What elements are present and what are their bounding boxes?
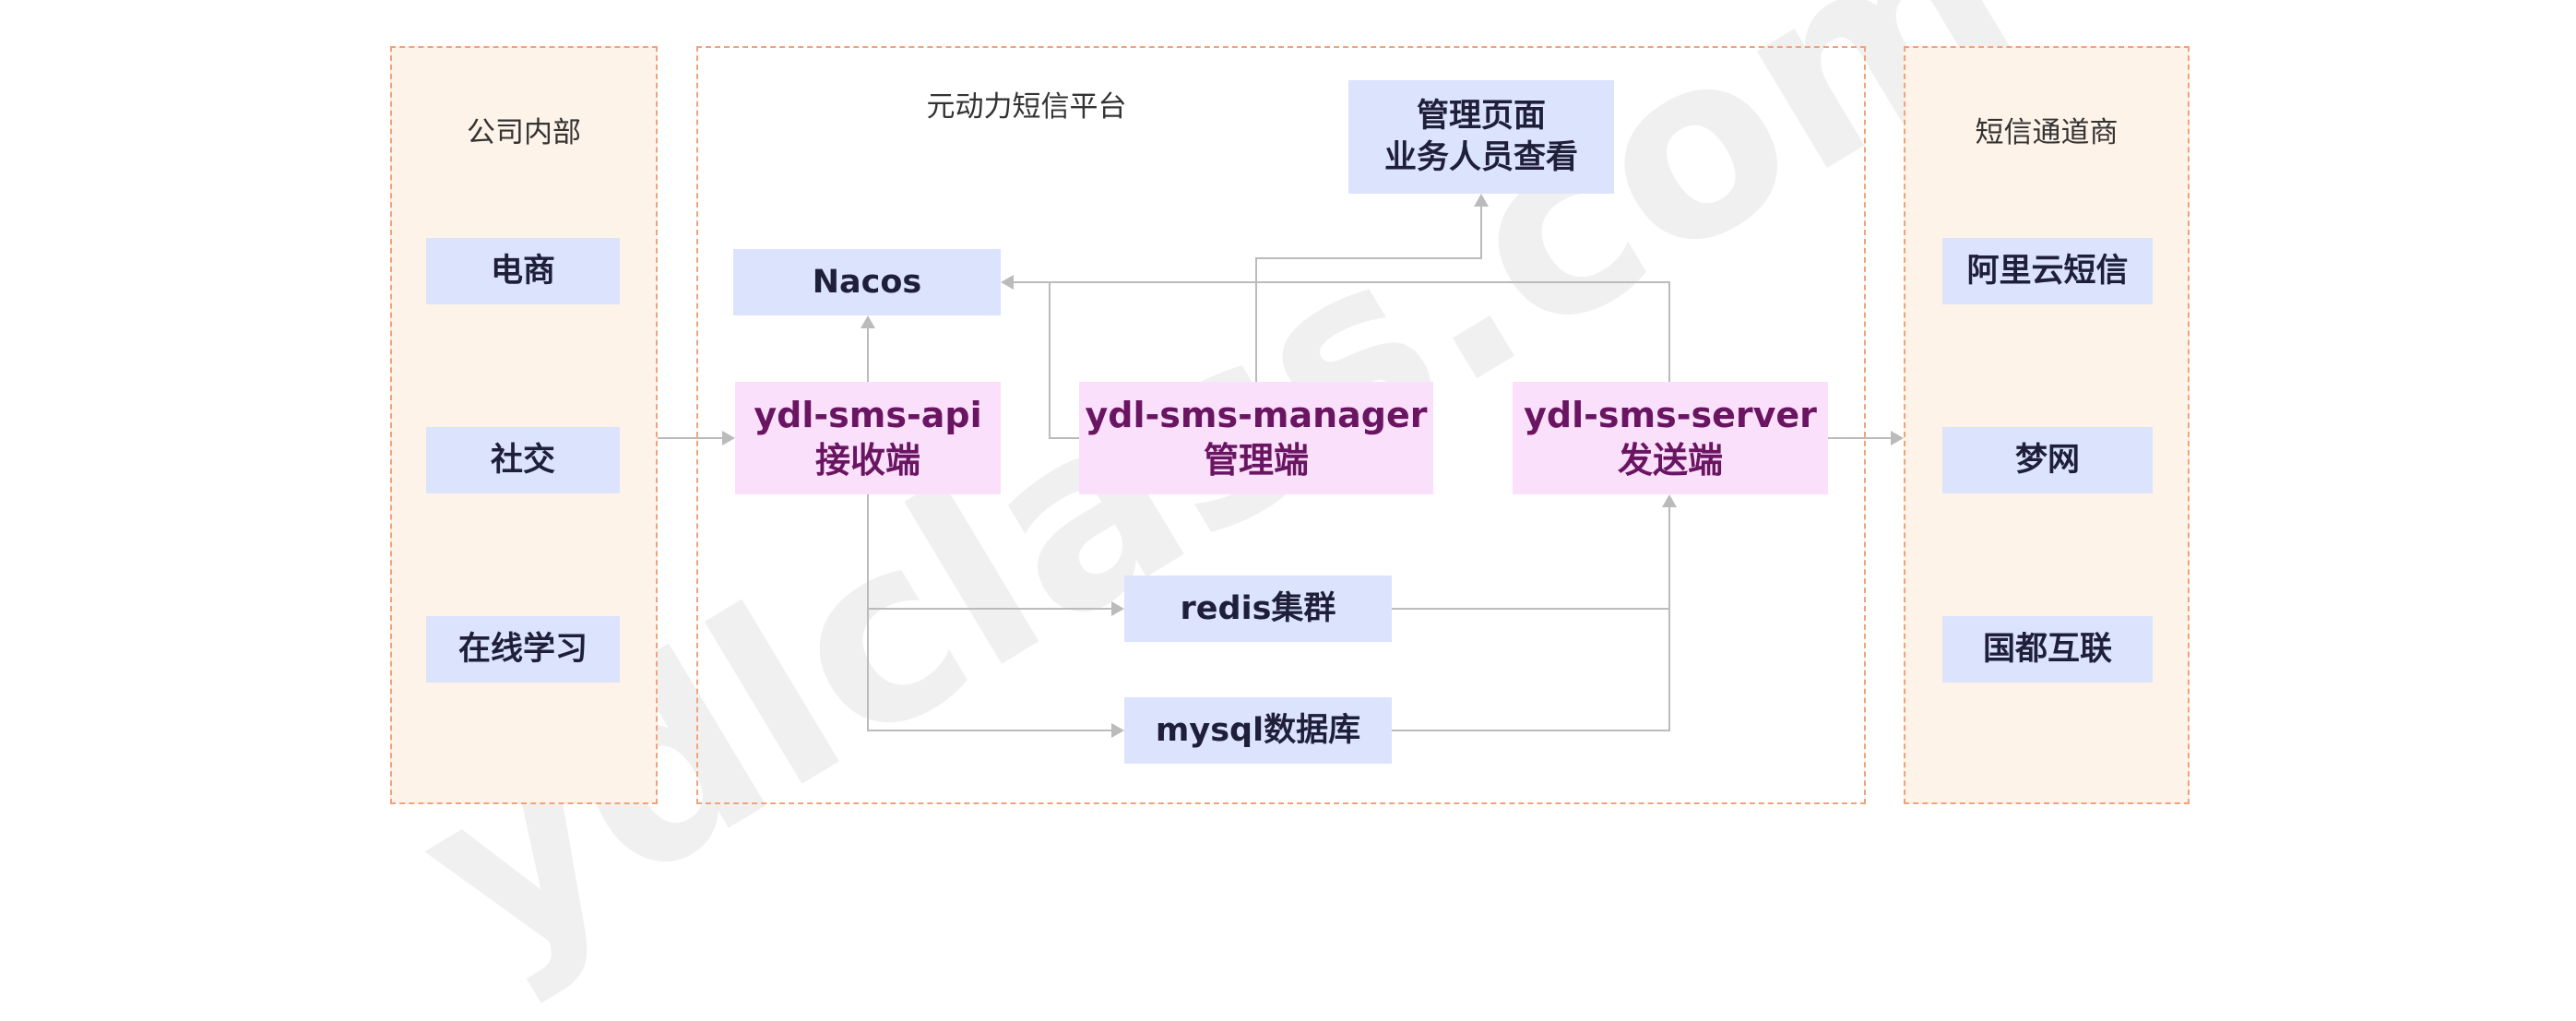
arrowhead-into-redis (1111, 601, 1124, 616)
arrowhead-into-nacos-bottom (861, 315, 875, 328)
node-sms-server: ydl-sms-server 发送端 (1513, 382, 1828, 494)
link-manager-to-admin (1255, 205, 1482, 382)
node-aliyun-sms: 阿里云短信 (1942, 238, 2153, 304)
node-nacos: Nacos (733, 249, 1001, 315)
node-online-learning: 在线学习 (426, 616, 620, 683)
node-mengwang: 梦网 (1942, 427, 2153, 493)
node-mysql-database: mysql数据库 (1124, 697, 1392, 764)
link-api-to-redis (867, 494, 1113, 610)
node-sms-manager: ydl-sms-manager 管理端 (1079, 382, 1433, 494)
arrowhead-into-api (722, 431, 735, 445)
node-redis-cluster: redis集群 (1124, 576, 1392, 642)
link-mysql-to-server (1392, 505, 1670, 731)
arrowhead-into-server (1662, 494, 1677, 507)
node-guodu-hulian: 国都互联 (1942, 616, 2153, 683)
arrowhead-into-providers (1891, 431, 1904, 445)
arrowhead-into-nacos-right (1001, 275, 1014, 290)
region-sms-platform (696, 46, 1866, 804)
connectors (658, 194, 1904, 738)
region-title-company-internal: 公司内部 (467, 116, 581, 149)
region-title-sms-channel-providers: 短信通道商 (1975, 116, 2119, 149)
node-social: 社交 (426, 427, 620, 493)
region-title-sms-platform: 元动力短信平台 (926, 90, 1127, 124)
architecture-diagram: ydlclass.com 公司内部 元动力短信平台 短信通道商 电商 社交 在线… (373, 0, 2190, 1021)
link-manager-to-nacos (1012, 281, 1079, 439)
link-server-to-nacos (1050, 281, 1670, 382)
node-admin-page: 管理页面 业务人员查看 (1348, 80, 1614, 194)
node-sms-api: ydl-sms-api 接收端 (735, 382, 1001, 494)
arrowhead-into-mysql (1111, 723, 1124, 738)
node-ecommerce: 电商 (426, 238, 620, 304)
arrowhead-into-admin (1474, 194, 1489, 207)
link-api-to-mysql (867, 609, 1113, 731)
